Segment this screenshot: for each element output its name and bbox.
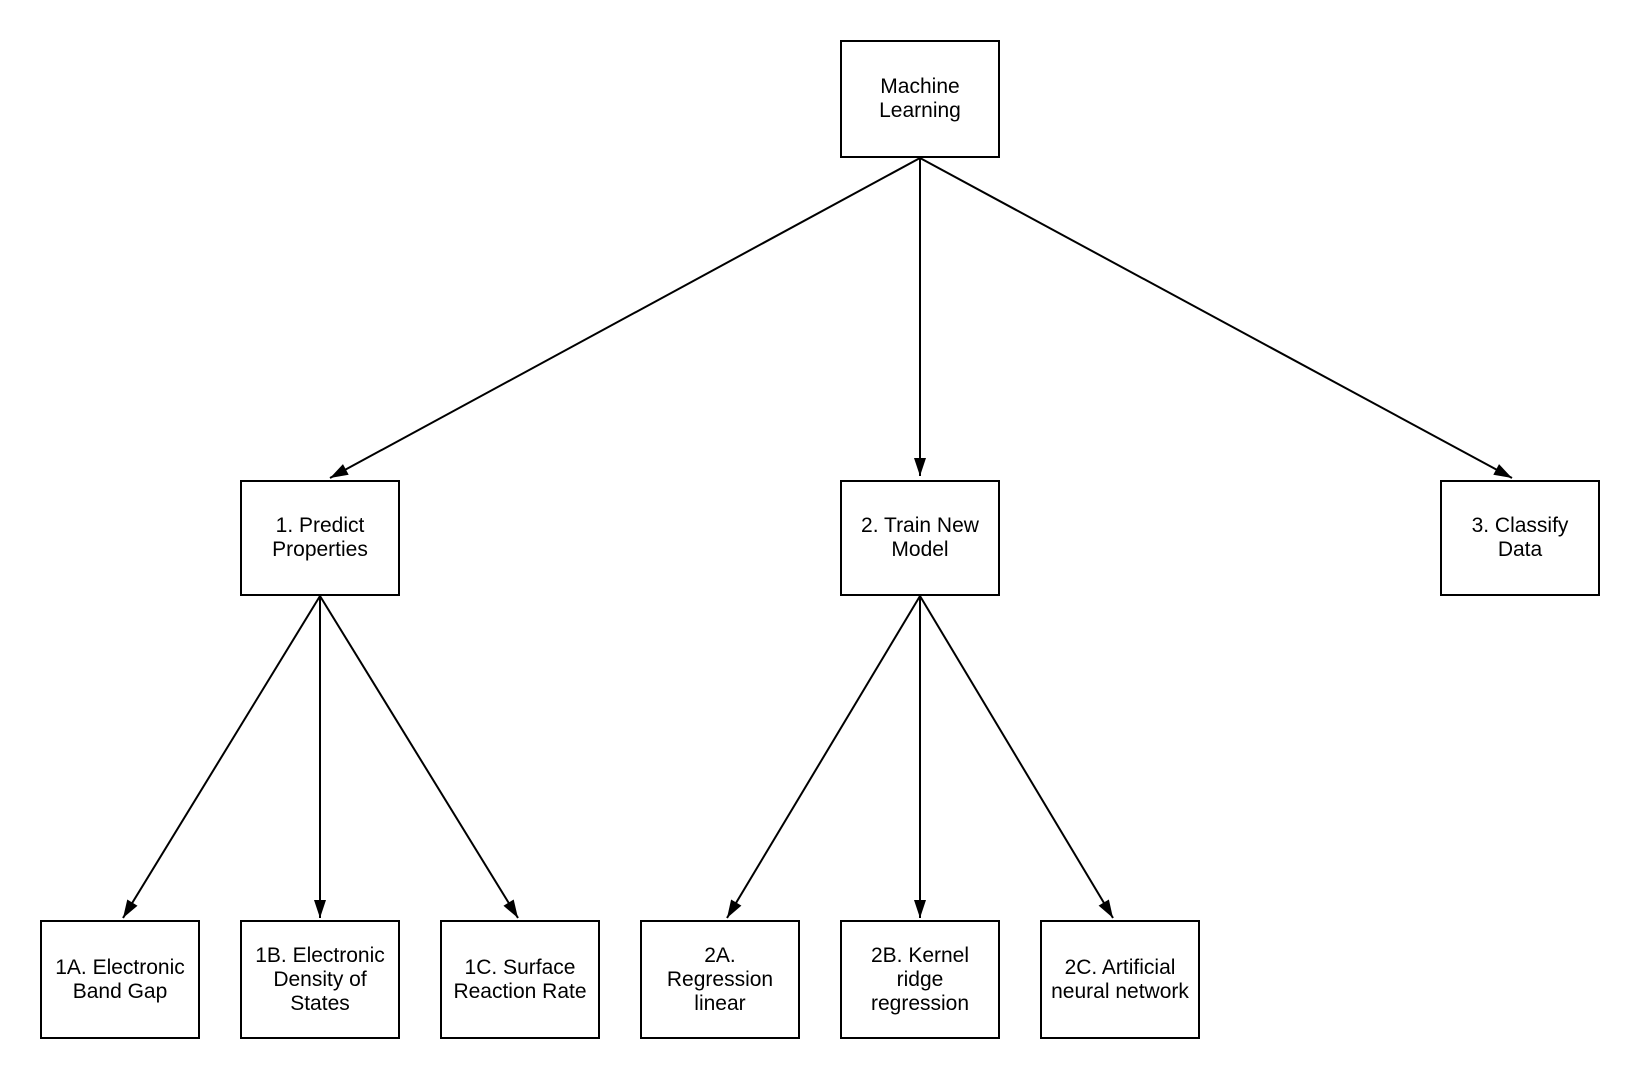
node-train-new-model: 2. Train New Model — [840, 480, 1000, 596]
node-predict-properties: 1. Predict Properties — [240, 480, 400, 596]
node-electronic-band-gap: 1A. Electronic Band Gap — [40, 920, 200, 1039]
node-regression-linear: 2A. Regression linear — [640, 920, 800, 1039]
node-label: 2B. Kernel ridge regression — [870, 943, 970, 1015]
edge-predict-to-bandgap — [122, 595, 321, 919]
edge-ml-to-predict — [329, 157, 921, 479]
node-label: 2. Train New Model — [861, 514, 979, 561]
node-label: 3. Classify Data — [1471, 514, 1569, 561]
node-label: 1A. Electronic Band Gap — [55, 955, 185, 1003]
edge-predict-to-surface — [319, 595, 519, 919]
node-classify-data: 3. Classify Data — [1440, 480, 1600, 596]
node-label: 1C. Surface Reaction Rate — [453, 955, 587, 1003]
node-surface-reaction-rate: 1C. Surface Reaction Rate — [440, 920, 600, 1039]
node-label: Machine Learning — [879, 75, 961, 122]
edge-train-to-regression — [726, 595, 921, 919]
node-machine-learning: Machine Learning — [840, 40, 1000, 158]
node-artificial-neural-network: 2C. Artificial neural network — [1040, 920, 1200, 1039]
node-electronic-density-of-states: 1B. Electronic Density of States — [240, 920, 400, 1039]
edge-train-to-ann — [919, 595, 1114, 919]
node-label: 2C. Artificial neural network — [1051, 955, 1189, 1003]
node-label: 2A. Regression linear — [666, 943, 774, 1015]
node-kernel-ridge-regression: 2B. Kernel ridge regression — [840, 920, 1000, 1039]
node-label: 1. Predict Properties — [272, 514, 368, 561]
edge-ml-to-classify — [919, 157, 1513, 479]
node-label: 1B. Electronic Density of States — [255, 943, 385, 1015]
